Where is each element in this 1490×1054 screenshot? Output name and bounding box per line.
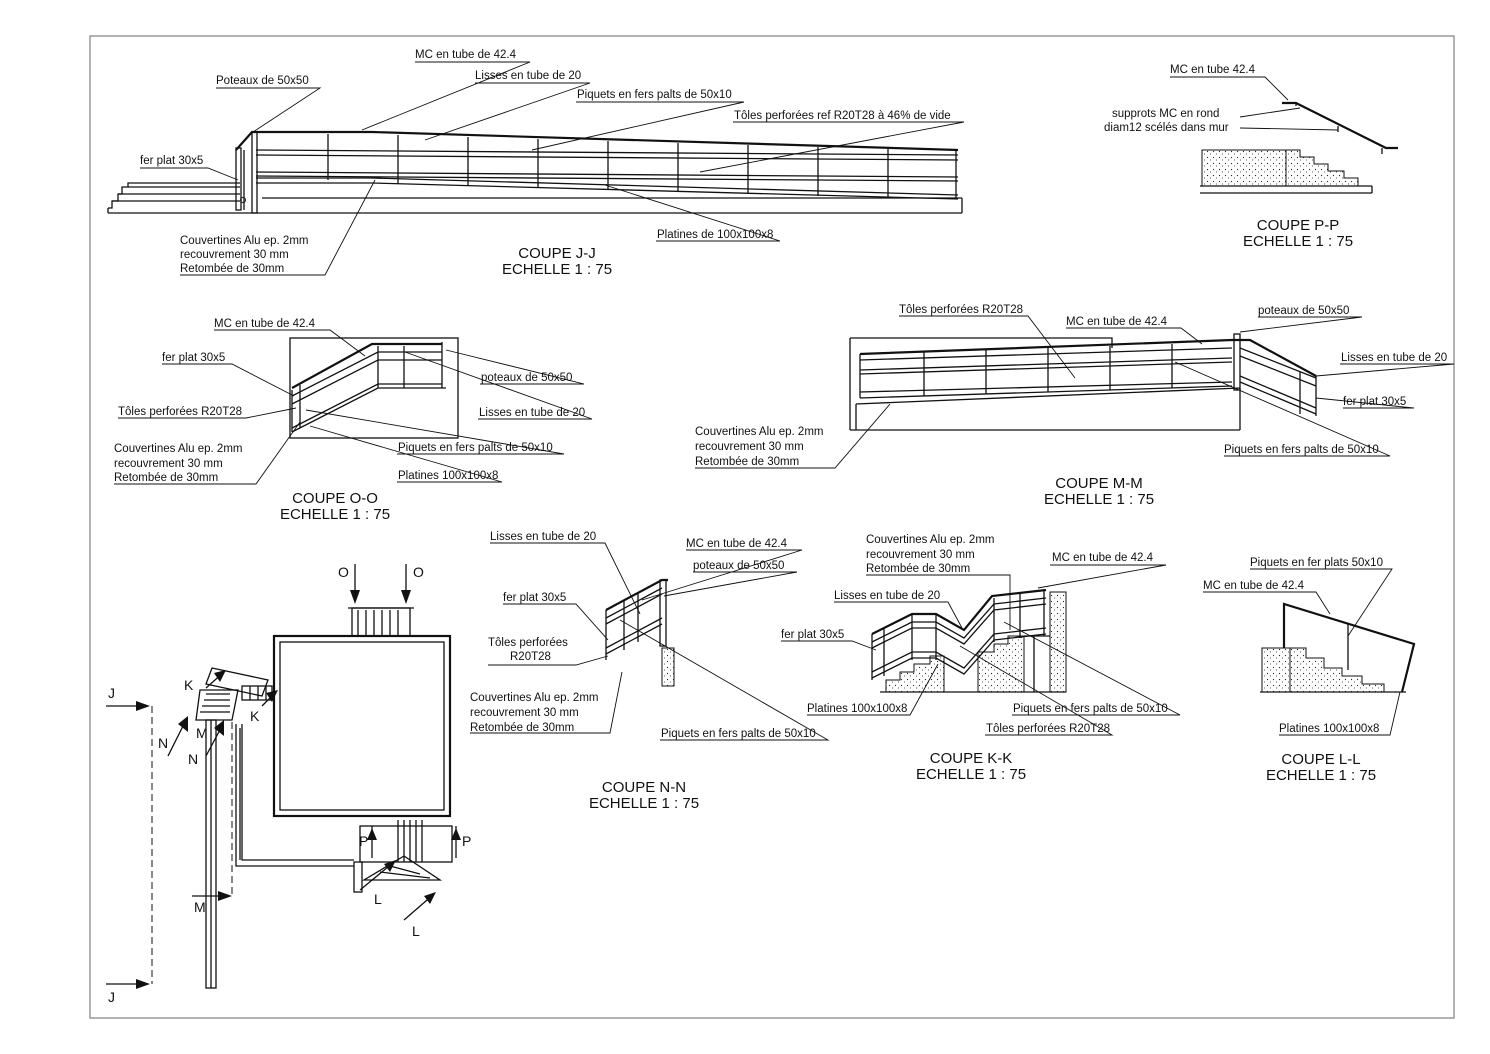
- marker-l-bottom: L: [412, 923, 420, 939]
- label-oo-couv2: recouvrement 30 mm: [114, 458, 223, 470]
- label-kk-toles: Tôles perforées R20T28: [986, 723, 1110, 735]
- title-kk: COUPE K-K: [930, 750, 1013, 767]
- label-oo-toles: Tôles perforées R20T28: [118, 406, 242, 418]
- title-jj: COUPE J-J: [518, 245, 596, 262]
- label-jj-fer-plat: fer plat 30x5: [140, 155, 203, 167]
- marker-m-top: M: [196, 725, 208, 741]
- label-nn-toles2: R20T28: [510, 651, 551, 663]
- plan-view: O O P P L L: [106, 564, 471, 1005]
- marker-k-left: K: [184, 677, 194, 693]
- label-ll-mc: MC en tube de 42.4: [1203, 580, 1305, 592]
- label-kk-lisses: Lisses en tube de 20: [834, 590, 940, 602]
- scale-mm: ECHELLE 1 : 75: [1044, 491, 1154, 508]
- label-oo-piquets: Piquets en fers palts de 50x10: [398, 442, 553, 454]
- section-nn: Lisses en tube de 20 MC en tube de 42.4 …: [470, 531, 830, 812]
- scale-jj: ECHELLE 1 : 75: [502, 261, 612, 278]
- label-oo-poteaux: poteaux de 50x50: [481, 372, 572, 384]
- marker-l-top: L: [374, 891, 382, 907]
- label-pp-mc: MC en tube 42.4: [1170, 64, 1256, 76]
- marker-j-bottom: J: [108, 989, 115, 1005]
- label-oo-couv1: Couvertines Alu ep. 2mm: [114, 443, 242, 455]
- title-ll: COUPE L-L: [1281, 751, 1360, 768]
- section-pp: MC en tube 42.4 supprots MC en rond diam…: [1104, 64, 1398, 250]
- label-mm-piquets: Piquets en fers palts de 50x10: [1224, 444, 1379, 456]
- label-pp-supports2: diam12 scélés dans mur: [1104, 122, 1229, 134]
- label-mm-couv2: recouvrement 30 mm: [695, 441, 804, 453]
- label-jj-lisses: Lisses en tube de 20: [475, 70, 581, 82]
- label-jj-mc: MC en tube de 42.4: [415, 49, 517, 61]
- label-jj-piquets: Piquets en fers palts de 50x10: [577, 89, 732, 101]
- label-jj-couv3: Retombée de 30mm: [180, 263, 284, 275]
- marker-n-left: N: [158, 735, 168, 751]
- label-nn-couv2: recouvrement 30 mm: [470, 707, 579, 719]
- label-ll-platines: Platines 100x100x8: [1279, 723, 1379, 735]
- label-nn-poteaux: poteaux de 50x50: [693, 560, 784, 572]
- marker-k-right: K: [250, 708, 260, 724]
- scale-pp: ECHELLE 1 : 75: [1243, 233, 1353, 250]
- label-mm-toles: Tôles perforées R20T28: [899, 304, 1023, 316]
- marker-p-left: P: [359, 833, 368, 849]
- marker-m-bottom: M: [194, 899, 206, 915]
- section-jj: Poteaux de 50x50 MC en tube de 42.4 Liss…: [107, 49, 965, 278]
- label-jj-couv1: Couvertines Alu ep. 2mm: [180, 235, 308, 247]
- section-kk: Couvertines Alu ep. 2mm recouvrement 30 …: [781, 534, 1181, 783]
- title-mm: COUPE M-M: [1055, 475, 1143, 492]
- label-kk-couv1: Couvertines Alu ep. 2mm: [866, 534, 994, 546]
- label-kk-couv2: recouvrement 30 mm: [866, 549, 975, 561]
- label-nn-couv3: Retombée de 30mm: [470, 722, 574, 734]
- label-oo-platines: Platines 100x100x8: [398, 470, 498, 482]
- scale-kk: ECHELLE 1 : 75: [916, 766, 1026, 783]
- label-kk-couv3: Retombée de 30mm: [866, 563, 970, 575]
- label-jj-poteaux: Poteaux de 50x50: [216, 75, 309, 87]
- title-oo: COUPE O-O: [292, 490, 378, 507]
- label-nn-fer-plat: fer plat 30x5: [503, 592, 566, 604]
- label-kk-piquets: Piquets en fers palts de 50x10: [1013, 703, 1168, 715]
- label-mm-lisses: Lisses en tube de 20: [1341, 352, 1447, 364]
- scale-ll: ECHELLE 1 : 75: [1266, 767, 1376, 784]
- marker-o-right: O: [413, 564, 424, 580]
- label-oo-mc: MC en tube de 42.4: [214, 318, 316, 330]
- scale-nn: ECHELLE 1 : 75: [589, 795, 699, 812]
- section-ll: Piquets en fer plats 50x10 MC en tube de…: [1203, 557, 1416, 784]
- label-oo-lisses: Lisses en tube de 20: [479, 407, 585, 419]
- label-nn-lisses: Lisses en tube de 20: [490, 531, 596, 543]
- label-jj-platines: Platines de 100x100x8: [657, 229, 773, 241]
- title-pp: COUPE P-P: [1257, 217, 1340, 234]
- label-kk-fer-plat: fer plat 30x5: [781, 629, 844, 641]
- label-mm-fer-plat: fer plat 30x5: [1343, 396, 1406, 408]
- sheet-border: [89, 35, 1455, 1019]
- label-nn-mc: MC en tube de 42.4: [686, 538, 788, 550]
- label-mm-mc: MC en tube de 42.4: [1066, 316, 1168, 328]
- section-mm: Tôles perforées R20T28 MC en tube de 42.…: [695, 304, 1455, 508]
- label-nn-couv1: Couvertines Alu ep. 2mm: [470, 692, 598, 704]
- marker-j-top: J: [108, 685, 115, 701]
- label-nn-piquets: Piquets en fers palts de 50x10: [661, 728, 816, 740]
- label-mm-poteaux: poteaux de 50x50: [1258, 305, 1349, 317]
- label-mm-couv1: Couvertines Alu ep. 2mm: [695, 426, 823, 438]
- scale-oo: ECHELLE 1 : 75: [280, 506, 390, 523]
- marker-p-right: P: [462, 833, 471, 849]
- label-kk-mc: MC en tube de 42.4: [1052, 552, 1154, 564]
- marker-o-left: O: [338, 564, 349, 580]
- marker-n-right: N: [188, 751, 198, 767]
- label-ll-piquets: Piquets en fer plats 50x10: [1250, 557, 1383, 569]
- label-pp-supports1: supprots MC en rond: [1112, 108, 1219, 120]
- title-nn: COUPE N-N: [602, 779, 686, 796]
- label-nn-toles1: Tôles perforées: [488, 637, 568, 649]
- label-oo-couv3: Retombée de 30mm: [114, 472, 218, 484]
- label-kk-platines: Platines 100x100x8: [807, 703, 907, 715]
- label-jj-couv2: recouvrement 30 mm: [180, 249, 289, 261]
- label-mm-couv3: Retombée de 30mm: [695, 456, 799, 468]
- label-jj-toles: Tôles perforées ref R20T28 à 46% de vide: [734, 110, 951, 122]
- section-oo: MC en tube de 42.4 fer plat 30x5 Tôles p…: [114, 318, 593, 523]
- label-oo-fer-plat: fer plat 30x5: [162, 352, 225, 364]
